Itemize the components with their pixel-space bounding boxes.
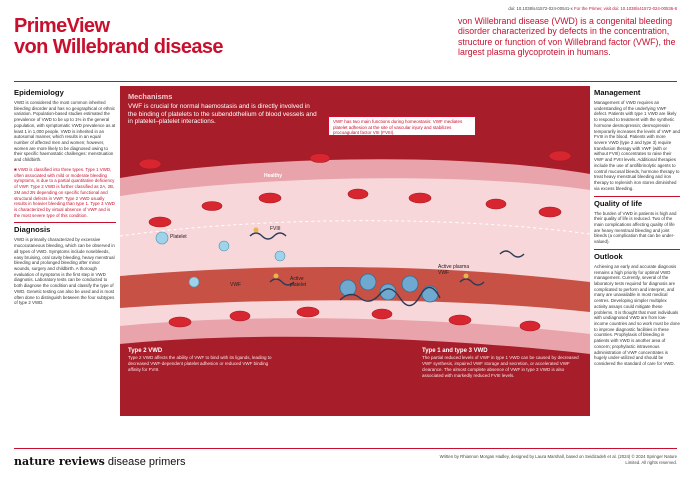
doi-text: doi: 10.1038/s41572-024-00541-x xyxy=(508,6,573,11)
doi-line: doi: 10.1038/s41572-024-00541-x For the … xyxy=(508,6,677,11)
right-column: Management Management of VWD requires an… xyxy=(594,88,680,371)
page-title: PrimeView von Willebrand disease xyxy=(14,15,224,58)
platelets xyxy=(155,231,286,288)
mechanisms-panel: Mechanisms VWF is crucial for normal hae… xyxy=(120,86,590,416)
label-fviii: FVIII xyxy=(270,226,281,232)
vessel-illustration xyxy=(120,150,590,354)
fviii-molecules xyxy=(253,227,469,279)
label-vwf: VWF xyxy=(230,282,242,288)
type13-block: Type 1 and type 3 VWD The partial reduce… xyxy=(422,348,582,378)
credit-text: Written by Rhiannon Morgan Hadley, desig… xyxy=(439,454,677,465)
intro-text: von Willebrand disease (VWD) is a congen… xyxy=(458,16,676,58)
red-blood-cells xyxy=(138,150,572,332)
header-divider xyxy=(14,81,677,82)
diagnosis-text: VWD is primarily characterized by excess… xyxy=(14,237,115,306)
vwf-strands xyxy=(249,232,525,307)
label-active-platelet: Active platelet xyxy=(290,276,307,288)
endothelium-line xyxy=(120,220,590,237)
primer-link[interactable]: For the Primer, visit doi: 10.1038/s4157… xyxy=(574,6,677,11)
left-column: Epidemiology VWD is considered the most … xyxy=(14,88,116,310)
active-platelets xyxy=(339,273,439,303)
quality-heading: Quality of life xyxy=(594,195,680,208)
epidemiology-heading: Epidemiology xyxy=(14,88,64,97)
logo-brand: nature reviews xyxy=(14,455,105,468)
label-platelet: Platelet xyxy=(170,234,187,240)
mechanisms-text: VWF is crucial for normal haemostasis an… xyxy=(128,103,317,126)
label-active-plasma-vwf: Active plasma VWF xyxy=(438,264,470,276)
quality-text: The burden of VWD in patients is high an… xyxy=(594,210,677,245)
diagnosis-heading: Diagnosis xyxy=(14,222,116,234)
title-topic: von Willebrand disease xyxy=(14,36,224,58)
type2-heading: Type 2 VWD xyxy=(128,348,163,354)
type2-text: Type 2 VWD affects the ability of VWF to… xyxy=(128,355,272,372)
outlook-heading: Outlook xyxy=(594,248,680,261)
type2-block: Type 2 VWD Type 2 VWD affects the abilit… xyxy=(128,348,278,373)
type13-text: The partial reduced levels of VWF in typ… xyxy=(422,355,579,378)
type13-heading: Type 1 and type 3 VWD xyxy=(422,348,488,354)
vwf-functions-box: VWF has two main functions during homeos… xyxy=(328,116,476,136)
outlook-text: Achieving an early and accurate diagnosi… xyxy=(594,263,680,367)
footer-divider xyxy=(14,448,677,449)
epidemiology-text: VWD is considered the most common inheri… xyxy=(14,100,116,163)
journal-logo[interactable]: nature reviews disease primers xyxy=(14,455,186,468)
logo-journal: disease primers xyxy=(107,456,186,468)
management-heading: Management xyxy=(594,88,641,97)
title-brand: PrimeView xyxy=(14,15,110,37)
mechanisms-heading: Mechanisms xyxy=(128,92,173,101)
label-healthy: Healthy xyxy=(264,173,283,179)
management-text: Management of VWD requires an understand… xyxy=(594,100,680,191)
classification-text: ■ VWD is classified into three types. Ty… xyxy=(14,166,115,218)
